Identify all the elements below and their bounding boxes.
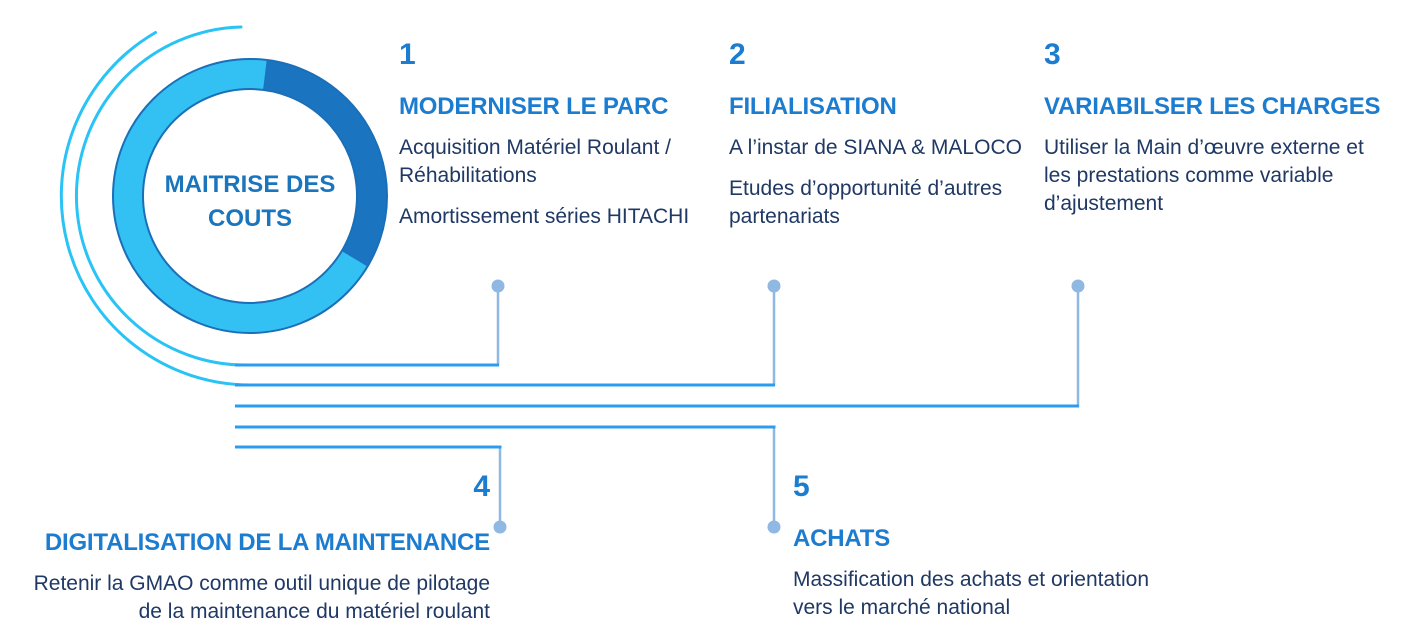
objective-2-paragraph: Etudes d’opportunité d’autres partenaria…	[729, 176, 1003, 228]
objective-1-body: Acquisition Matériel Roulant / Réhabilit…	[399, 134, 711, 231]
objective-1-paragraph: Amortissement séries HITACHI	[399, 204, 690, 228]
objective-5-paragraph: Massification des achats et orientation …	[793, 567, 1150, 619]
connector-dot-1	[491, 279, 505, 293]
objective-5: 5 ACHATS Massification des achats et ori…	[793, 470, 1185, 622]
objective-3-paragraph: Utiliser la Main d’œuvre externe et les …	[1044, 135, 1364, 215]
connector-dot-3	[1071, 279, 1085, 293]
objective-5-number: 5	[793, 470, 810, 503]
objective-1: 1 MODERNISER LE PARC Acquisition Matérie…	[399, 38, 711, 231]
objective-2-paragraph: A l’instar de SIANA & MALOCO	[729, 135, 1022, 159]
connector-dot-4	[493, 520, 507, 534]
objective-3: 3 VARIABILSER LES CHARGES Utiliser la Ma…	[1044, 38, 1384, 218]
objective-1-number: 1	[399, 38, 416, 71]
objective-4-title: DIGITALISATION DE LA MAINTENANCE	[44, 528, 490, 556]
objective-4-number: 4	[473, 470, 490, 503]
objective-4: 4 DIGITALISATION DE LA MAINTENANCE Reten…	[20, 470, 491, 626]
objective-2-number: 2	[729, 38, 746, 71]
donut-inner-outline	[142, 88, 358, 304]
donut-outer-outline	[112, 58, 388, 334]
decorative-arc-inner	[75, 25, 252, 367]
objective-1-paragraph: Acquisition Matériel Roulant / Réhabilit…	[399, 135, 671, 187]
objective-4-body: Retenir la GMAO comme outil unique de pi…	[20, 570, 490, 626]
objective-2: 2 FILIALISATION A l’instar de SIANA & MA…	[729, 38, 1041, 231]
donut-ring-dark-segment	[262, 60, 387, 267]
objective-2-body: A l’instar de SIANA & MALOCO Etudes d’op…	[729, 134, 1041, 231]
decorative-arc-outer	[59, 31, 252, 387]
connector-dot-2	[767, 279, 781, 293]
objective-4-paragraph: Retenir la GMAO comme outil unique de pi…	[33, 571, 490, 623]
objective-1-title: MODERNISER LE PARC	[399, 92, 669, 120]
objective-3-body: Utiliser la Main d’œuvre externe et les …	[1044, 134, 1384, 218]
objective-5-body: Massification des achats et orientation …	[793, 566, 1185, 622]
objective-2-title: FILIALISATION	[729, 92, 897, 120]
donut-hub-label: MAITRISE DES COUTS	[164, 171, 336, 232]
objective-5-title: ACHATS	[793, 524, 891, 552]
connector-dot-5	[767, 520, 781, 534]
objective-3-number: 3	[1044, 38, 1061, 71]
objective-3-title: VARIABILSER LES CHARGES	[1044, 92, 1381, 120]
